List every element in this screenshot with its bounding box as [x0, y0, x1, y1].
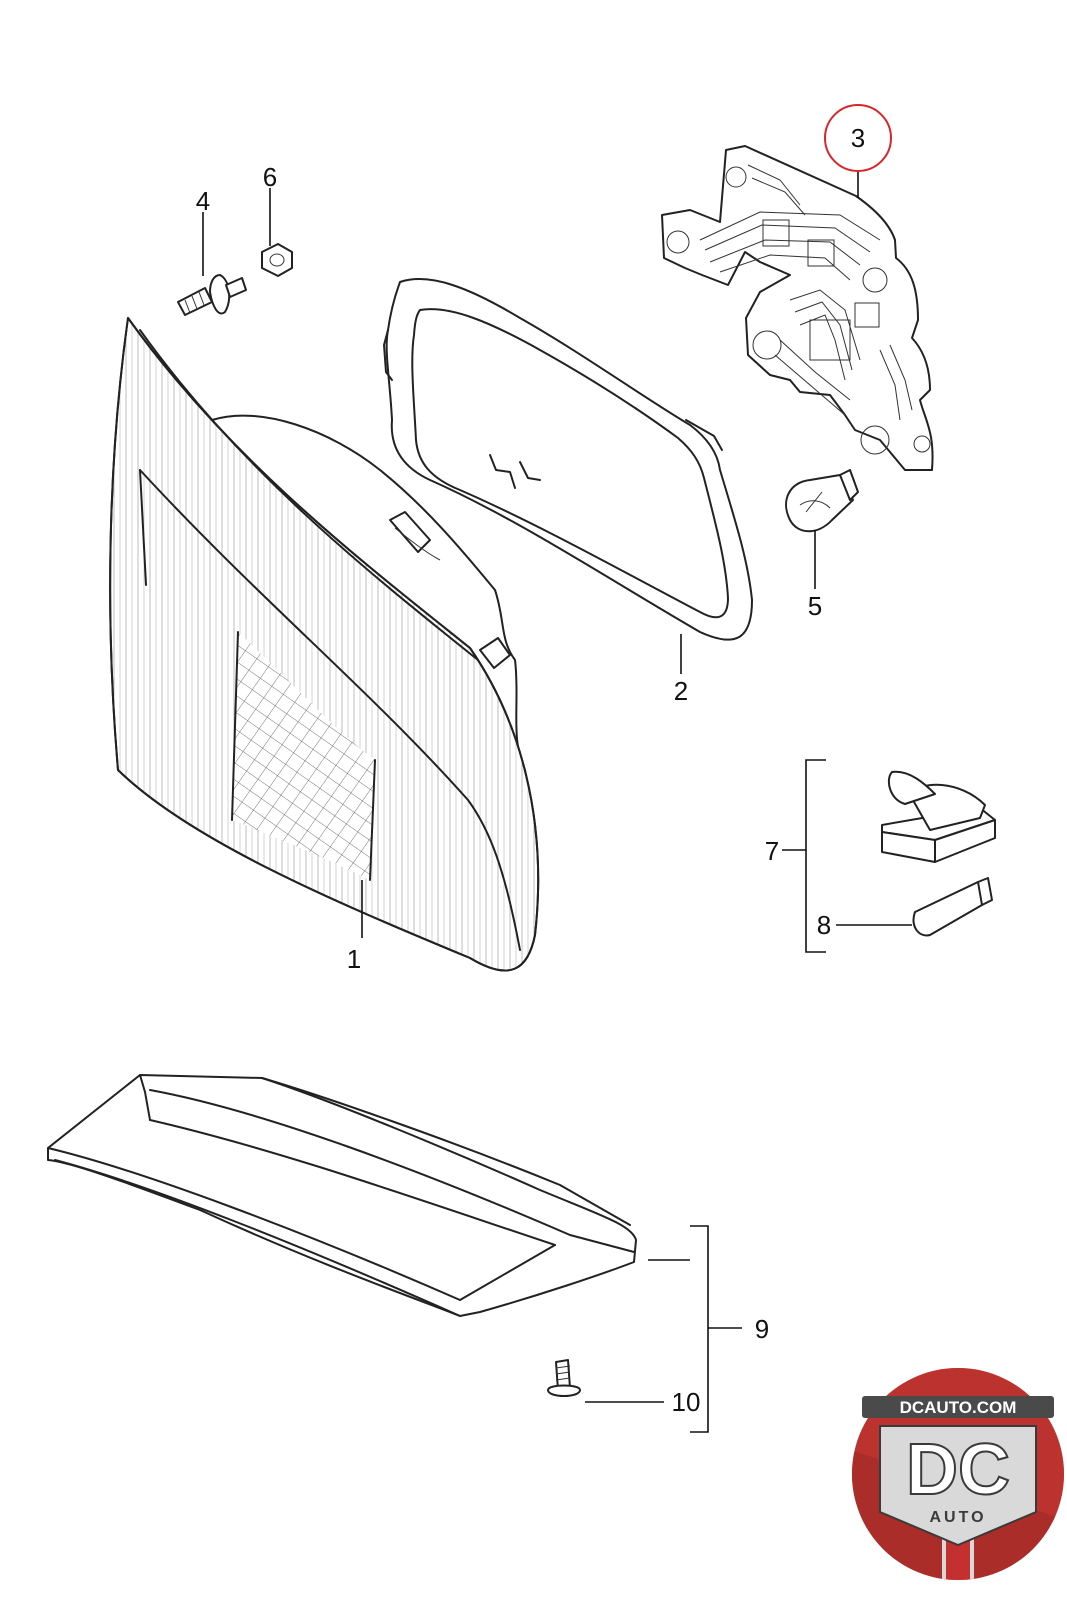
gasket — [383, 278, 753, 641]
callout-4: 4 — [196, 186, 210, 216]
callout-9: 9 — [755, 1314, 769, 1344]
callout-5: 5 — [808, 591, 822, 621]
callout-6: 6 — [263, 162, 277, 192]
stud-bolt — [177, 274, 247, 316]
callout-7: 7 — [765, 836, 779, 866]
screw — [547, 1359, 581, 1397]
callout-1: 1 — [347, 944, 361, 974]
festoon-bulb — [912, 877, 993, 937]
callout-10: 10 — [672, 1387, 701, 1417]
svg-text:AUTO: AUTO — [929, 1509, 986, 1526]
callout-8: 8 — [817, 910, 831, 940]
dcauto-watermark-logo: DCAUTO.COM DC AUTO — [852, 1368, 1064, 1580]
svg-text:DCAUTO.COM: DCAUTO.COM — [900, 1398, 1017, 1417]
license-lamp-housing — [881, 770, 996, 863]
nut — [261, 243, 293, 277]
leader-lines — [202, 170, 912, 1433]
third-brake-light — [47, 1074, 637, 1317]
callout-3: 3 — [851, 123, 865, 153]
highlight-ring — [824, 104, 892, 172]
callout-2: 2 — [674, 676, 688, 706]
svg-text:DC: DC — [906, 1430, 1010, 1510]
bulb-holder-board — [661, 145, 934, 471]
bulb — [785, 469, 859, 533]
